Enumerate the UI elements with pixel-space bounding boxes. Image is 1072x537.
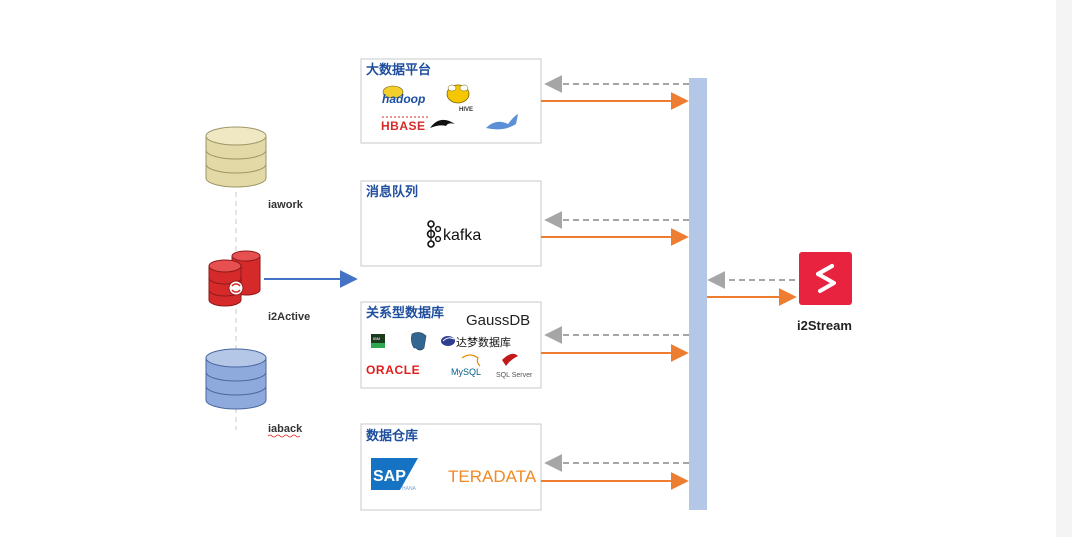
- group-title-data-warehouse: 数据仓库: [366, 428, 418, 443]
- kafka-logo: kafka: [443, 227, 481, 244]
- i2stream-logo-icon: [799, 252, 852, 305]
- iawork-label: iawork: [268, 199, 304, 211]
- iawork-database-icon: [205, 126, 267, 188]
- sap-logo-icon: [371, 458, 418, 490]
- sqlserver-icon: [502, 353, 518, 366]
- sqlserver-logo: SQL Server: [496, 372, 533, 379]
- i2active-database-icon: [208, 250, 261, 307]
- sap-logo: SAP: [373, 468, 406, 485]
- ibm-logo: IBM: [373, 336, 380, 341]
- postgresql-elephant-icon: [411, 332, 427, 351]
- hive-logo: HIVE: [459, 107, 473, 113]
- iaback-label: iaback: [268, 423, 303, 435]
- dameng-logo: 达梦数据库: [456, 335, 511, 349]
- gaussdb-logo: GaussDB: [466, 312, 530, 329]
- mysql-dolphin-icon: [461, 354, 481, 367]
- teradata-logo: TERADATA: [448, 467, 537, 486]
- group-title-relational-db: 关系型数据库: [366, 305, 444, 320]
- sqoop-icon: [486, 114, 518, 130]
- hadoop-elephant-icon: [382, 85, 404, 99]
- oracle-logo: ORACLE: [366, 363, 420, 377]
- hadoop-logo: hadoop: [382, 92, 425, 106]
- sap-hana-logo: HANA: [402, 486, 417, 492]
- dameng-swirl-icon: [441, 336, 455, 346]
- i2stream-label: i2Stream: [797, 318, 852, 333]
- group-title-bigdata: 大数据平台: [366, 62, 431, 77]
- hbase-logo: HBASE: [381, 119, 426, 133]
- spellcheck-underline: [267, 434, 301, 438]
- group-box-message-queue: [360, 180, 542, 267]
- db2-icon: [371, 334, 385, 348]
- hive-bee-icon: [446, 84, 470, 104]
- group-title-message-queue: 消息队列: [366, 184, 418, 199]
- iaback-database-icon: [205, 348, 267, 410]
- kafka-icon: [426, 220, 442, 248]
- mysql-logo: MySQL: [451, 367, 481, 377]
- orca-icon: [430, 119, 455, 128]
- data-bus-bar: [689, 78, 707, 510]
- i2active-label: i2Active: [268, 311, 310, 323]
